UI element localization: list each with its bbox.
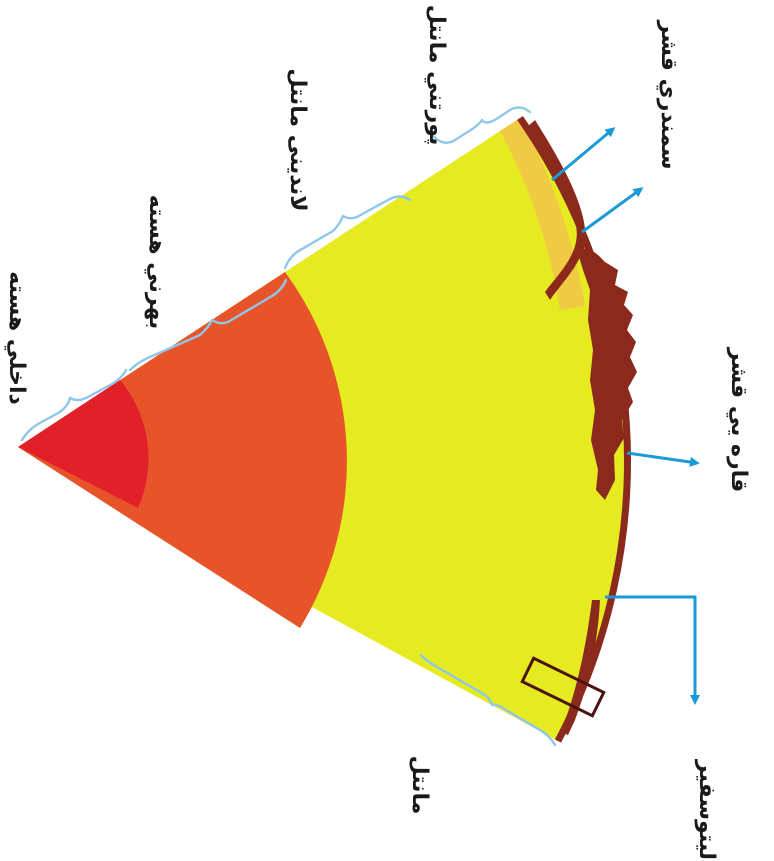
arrow-lithosphere xyxy=(605,597,695,702)
label-outer-core: بهرني هسته xyxy=(144,195,169,330)
label-inner-core: داخلي هسته xyxy=(4,271,29,405)
label-lower-mantle: لاندينی مانتل xyxy=(285,68,310,211)
arrow-oceanic-1 xyxy=(552,129,613,180)
arrow-oceanic-2 xyxy=(582,189,641,232)
label-lithosphere: ليتوسفير xyxy=(694,759,719,860)
label-continental-crust: قاره يي قشر xyxy=(726,347,751,493)
label-upper-mantle: پورتني مانتل xyxy=(424,5,449,146)
label-mantle: مانتل xyxy=(407,756,432,815)
arrow-continental xyxy=(627,453,697,463)
label-oceanic-crust: سمندري قشر xyxy=(656,19,681,169)
